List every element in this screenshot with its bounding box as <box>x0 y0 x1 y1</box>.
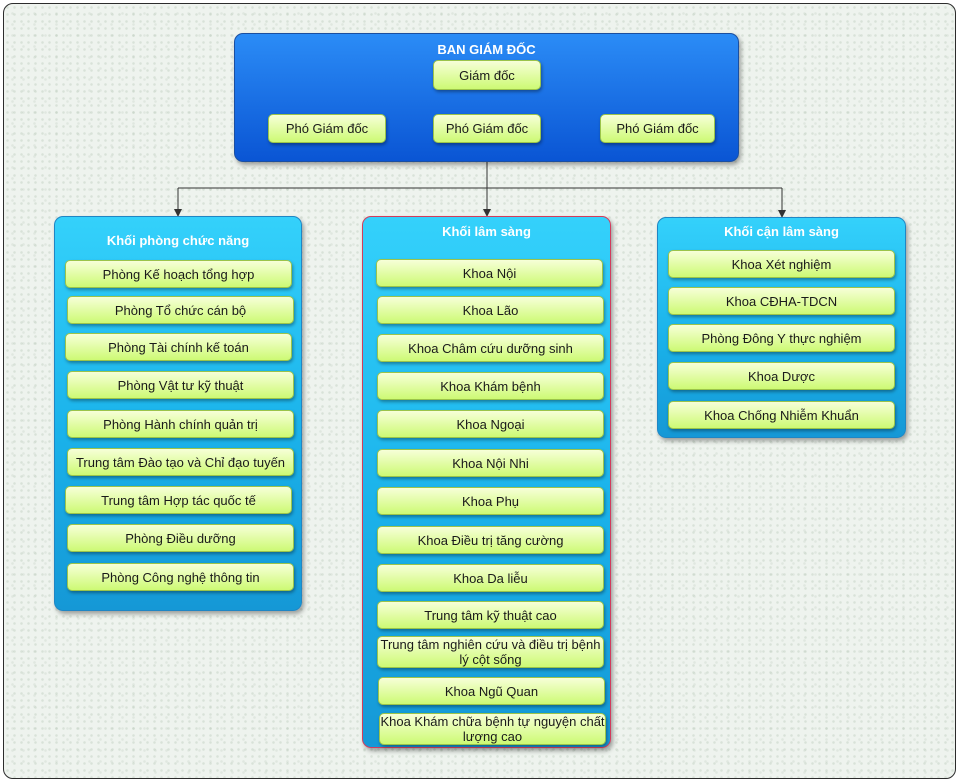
functional-dept-item[interactable]: Phòng Công nghệ thông tin <box>67 563 294 591</box>
clinical-dept-item[interactable]: Khoa Da liễu <box>377 564 604 592</box>
functional-dept-item[interactable]: Trung tâm Đào tạo và Chỉ đạo tuyến <box>67 448 294 476</box>
clinical-dept-item[interactable]: Trung tâm nghiên cứu và điều trị bệnh lý… <box>377 636 604 668</box>
functional-dept-item[interactable]: Phòng Kế hoạch tổng hợp <box>65 260 292 288</box>
paraclinical-dept-item[interactable]: Khoa Xét nghiệm <box>668 250 895 278</box>
functional-departments-title: Khối phòng chức năng <box>106 233 250 248</box>
clinical-dept-item[interactable]: Khoa Nội <box>376 259 603 287</box>
clinical-dept-item[interactable]: Khoa Ngũ Quan <box>378 677 605 705</box>
functional-dept-item[interactable]: Phòng Hành chính quản trị <box>67 410 294 438</box>
clinical-dept-item[interactable]: Khoa Nội Nhi <box>377 449 604 477</box>
board-of-directors-title: BAN GIÁM ĐỐC <box>437 42 536 57</box>
deputy-director-box-3[interactable]: Phó Giám đốc <box>600 114 715 143</box>
clinical-block-title: Khối lâm sàng <box>442 224 531 239</box>
clinical-dept-item[interactable]: Khoa Phụ <box>377 487 604 515</box>
paraclinical-dept-item[interactable]: Khoa Dược <box>668 362 895 390</box>
paraclinical-block-title: Khối cận lâm sàng <box>724 224 839 239</box>
deputy-director-box-2[interactable]: Phó Giám đốc <box>433 114 541 143</box>
paraclinical-dept-item[interactable]: Khoa Chống Nhiễm Khuẩn <box>668 401 895 429</box>
functional-dept-item[interactable]: Phòng Điều dưỡng <box>67 524 294 552</box>
clinical-dept-item[interactable]: Khoa Châm cứu dưỡng sinh <box>377 334 604 362</box>
paraclinical-dept-item[interactable]: Phòng Đông Y thực nghiệm <box>668 324 895 352</box>
clinical-dept-item[interactable]: Khoa Khám chữa bệnh tự nguyện chất lượng… <box>379 713 606 745</box>
clinical-dept-item[interactable]: Khoa Khám bệnh <box>377 372 604 400</box>
functional-dept-item[interactable]: Phòng Tổ chức cán bộ <box>67 296 294 324</box>
functional-dept-item[interactable]: Phòng Tài chính kế toán <box>65 333 292 361</box>
director-box[interactable]: Giám đốc <box>433 60 541 90</box>
clinical-dept-item[interactable]: Khoa Điều trị tăng cường <box>377 526 604 554</box>
deputy-director-box-1[interactable]: Phó Giám đốc <box>268 114 386 143</box>
functional-dept-item[interactable]: Trung tâm Hợp tác quốc tế <box>65 486 292 514</box>
clinical-dept-item[interactable]: Khoa Lão <box>377 296 604 324</box>
clinical-dept-item[interactable]: Trung tâm kỹ thuật cao <box>377 601 604 629</box>
paraclinical-dept-item[interactable]: Khoa CĐHA-TDCN <box>668 287 895 315</box>
functional-dept-item[interactable]: Phòng Vật tư kỹ thuật <box>67 371 294 399</box>
clinical-dept-item[interactable]: Khoa Ngoại <box>377 410 604 438</box>
